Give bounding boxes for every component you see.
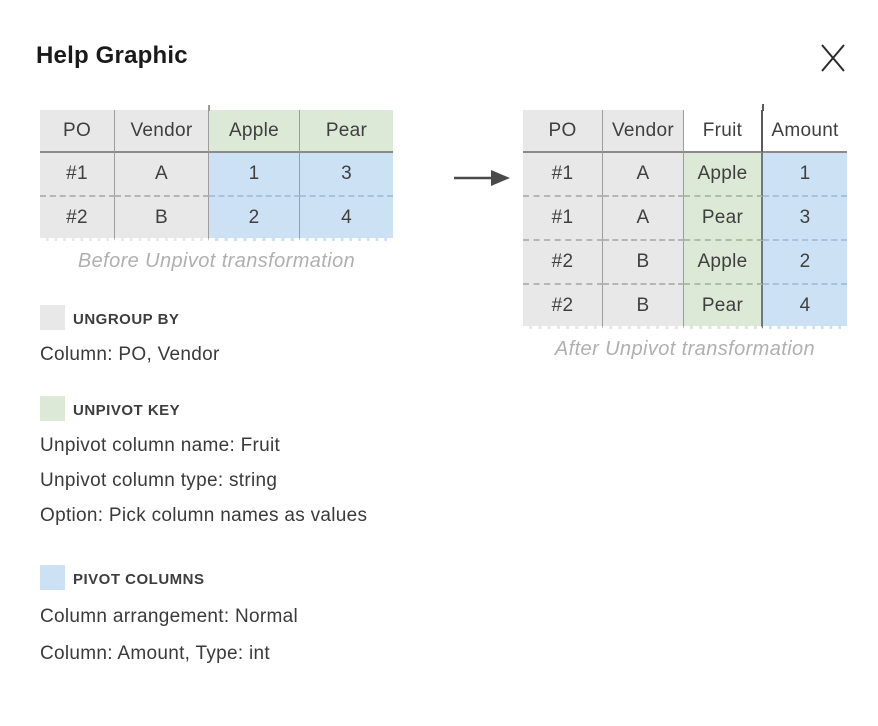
- table-cell: B: [603, 285, 684, 329]
- table-cell: Apple: [684, 241, 763, 285]
- legend-detail-line: Column: PO, Vendor: [40, 344, 220, 365]
- legend-detail-line: Option: Pick column names as values: [40, 505, 368, 526]
- table-cell: 2: [763, 241, 847, 285]
- legend-detail-line: Unpivot column type: string: [40, 470, 278, 491]
- table-cell: Pear: [684, 285, 763, 329]
- dialog-title: Help Graphic: [36, 42, 188, 69]
- close-button[interactable]: [814, 38, 852, 76]
- table-cell: 3: [763, 197, 847, 241]
- column-header-apple: Apple: [209, 110, 300, 153]
- table-cell: Apple: [684, 153, 763, 197]
- legend-heading-unpivot-key: UNPIVOT KEY: [40, 396, 367, 421]
- table-cell: 1: [763, 153, 847, 197]
- table-cell: #1: [523, 197, 603, 241]
- legend-title: PIVOT COLUMNS: [73, 570, 205, 588]
- table-cell: B: [603, 241, 684, 285]
- table-cell: 4: [300, 197, 393, 241]
- column-header-po: PO: [523, 110, 603, 153]
- close-icon: [821, 44, 845, 72]
- column-header-vendor: Vendor: [603, 110, 684, 153]
- legend-title: UNGROUP BY: [73, 310, 180, 328]
- pivot-columns-swatch: [40, 565, 65, 590]
- table-cell: A: [603, 197, 684, 241]
- table-cell: 4: [763, 285, 847, 329]
- table-cell: Pear: [684, 197, 763, 241]
- table-cell: 3: [300, 153, 393, 197]
- column-header-vendor: Vendor: [115, 110, 209, 153]
- column-header-fruit: Fruit: [684, 110, 763, 153]
- unpivot-key-swatch: [40, 396, 65, 421]
- table-cell: 1: [209, 153, 300, 197]
- after-table-caption: After Unpivot transformation: [554, 338, 816, 360]
- legend-section-ungroup-by: UNGROUP BY Column: PO, Vendor: [40, 305, 220, 365]
- column-header-amount: Amount: [763, 110, 847, 153]
- legend-detail-line: Column arrangement: Normal: [40, 606, 299, 627]
- table-cell: #2: [523, 285, 603, 329]
- legend-detail-line: Column: Amount, Type: int: [40, 643, 270, 664]
- table-cell: #2: [40, 197, 115, 241]
- legend-heading-pivot-columns: PIVOT COLUMNS: [40, 565, 298, 590]
- table-cell: #1: [40, 153, 115, 197]
- ungroup-by-swatch: [40, 305, 65, 330]
- table-cell: B: [115, 197, 209, 241]
- legend-title: UNPIVOT KEY: [73, 401, 181, 419]
- table-cell: 2: [209, 197, 300, 241]
- table-cell: A: [115, 153, 209, 197]
- table-cell: A: [603, 153, 684, 197]
- column-header-po: PO: [40, 110, 115, 153]
- before-table-caption: Before Unpivot transformation: [77, 250, 356, 272]
- legend-heading-ungroup-by: UNGROUP BY: [40, 305, 220, 330]
- transform-arrow-icon: [454, 170, 510, 186]
- table-cell: #1: [523, 153, 603, 197]
- legend-detail-line: Unpivot column name: Fruit: [40, 435, 281, 456]
- column-header-pear: Pear: [300, 110, 393, 153]
- table-cell: #2: [523, 241, 603, 285]
